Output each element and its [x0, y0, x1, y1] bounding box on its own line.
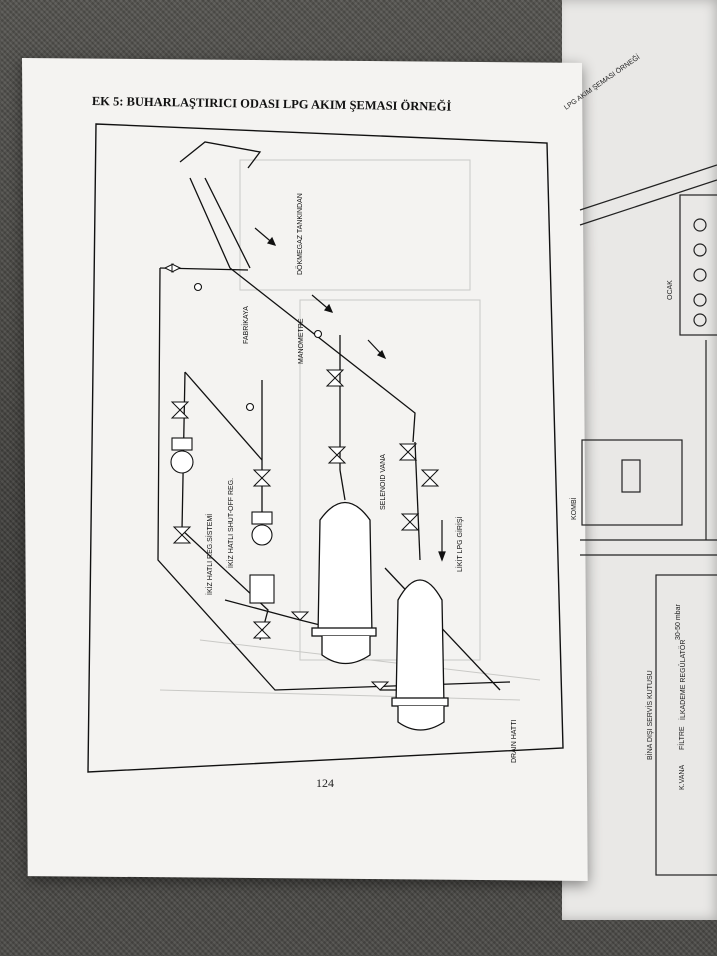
regulator — [251, 524, 273, 546]
valve — [398, 443, 418, 453]
regulator — [170, 450, 194, 474]
servis-kutusu — [655, 574, 717, 876]
valve — [398, 451, 418, 461]
right-ilkkademe-label: İLKADEME REGÜLATÖR — [678, 640, 687, 720]
valve — [170, 401, 190, 411]
valve — [325, 377, 345, 387]
label-manometre: MANOMETRE — [298, 318, 305, 364]
right-bina-label: BİNA DIŞI SERVİS KUTUSU — [645, 670, 654, 760]
right-kombi-label: KOMBİ — [569, 497, 578, 520]
right-ocak-label: OCAK — [667, 280, 674, 300]
valve — [400, 513, 420, 523]
pipe-network — [157, 141, 511, 691]
valve — [327, 454, 347, 464]
valve — [252, 621, 272, 631]
background-layout — [159, 159, 541, 701]
kombi-unit — [581, 439, 683, 526]
valve — [327, 446, 347, 456]
label-ikiz-reg: İKİZ HATLI REG.SİSTEMİ — [205, 514, 214, 595]
label-likit: LİKİT LPG GİRİŞİ — [455, 516, 464, 572]
vaporizer-tank-2 — [395, 579, 445, 706]
label-ikiz-shut: İKİZ HATLI SHUT-OFF REG. — [226, 478, 235, 568]
valve — [170, 409, 190, 419]
regulators — [170, 282, 323, 604]
gauge — [245, 402, 255, 412]
valves — [163, 263, 440, 691]
valve — [172, 526, 192, 536]
flow-arrows — [254, 227, 446, 562]
valve — [252, 469, 272, 479]
valve — [325, 369, 345, 379]
valve — [171, 263, 182, 273]
gauge — [313, 329, 323, 339]
vaporizer-tank-1 — [317, 502, 373, 636]
filter — [249, 574, 275, 604]
right-mbar-label: 30-50 mbar — [675, 604, 682, 640]
label-fabrikaya: FABRİKAYA — [241, 306, 250, 344]
right-filtre-label: FİLTRE — [677, 726, 686, 750]
vaporizer-tanks — [311, 502, 449, 731]
ocak-stove — [679, 194, 717, 336]
right-page-drawing — [579, 164, 717, 876]
right-kvana-label: K.VANA — [679, 765, 686, 790]
gauge — [193, 282, 203, 292]
label-drain: DRAIN HATTI — [511, 720, 518, 763]
valve — [400, 521, 420, 531]
label-dokmegaz: DÖKMEGAZ TANKINDAN — [296, 193, 304, 275]
valve — [420, 477, 440, 487]
valve — [290, 611, 310, 621]
valve — [252, 477, 272, 487]
page-number: 124 — [316, 776, 334, 790]
diagram-frame — [87, 123, 564, 773]
valve — [172, 534, 192, 544]
valve — [252, 629, 272, 639]
valve — [420, 469, 440, 479]
right-header: LPG AKIM ŞEMASI ÖRNEĞİ — [562, 52, 641, 111]
label-selenoid: SELENOID VANA — [380, 454, 387, 510]
valve — [370, 681, 390, 691]
